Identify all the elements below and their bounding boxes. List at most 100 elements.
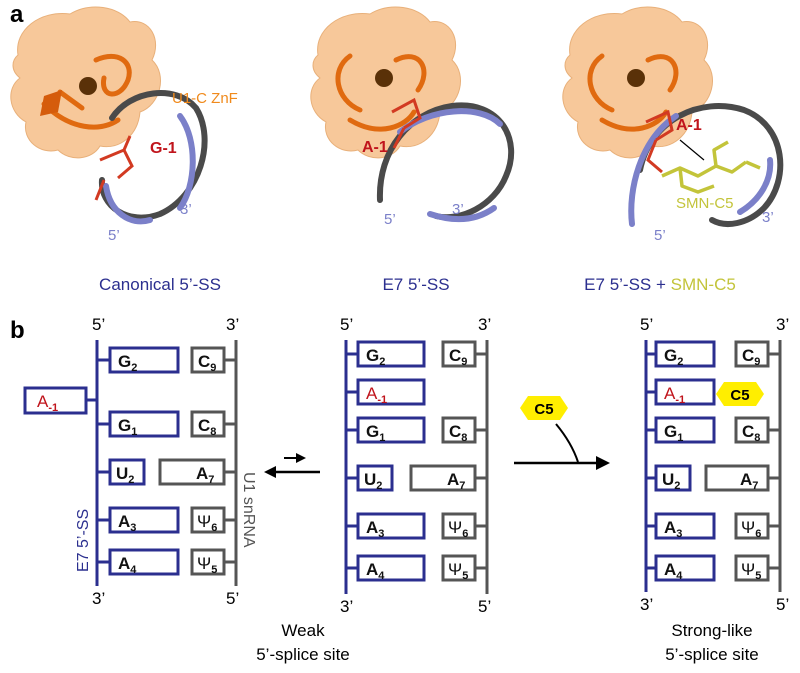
u1-block-c8: [441, 416, 477, 444]
znf-label: U1-C ZnF: [172, 90, 238, 107]
end-5prime-top: 5’: [340, 315, 353, 334]
caption-e7-part: E7 5’-SS: [584, 275, 651, 294]
base-label: A4: [118, 554, 137, 576]
u1-block-psi5: [734, 554, 770, 582]
u1-block-c8: [190, 410, 226, 438]
structure-e7-smn-c5: A-1 SMN-C5 5’ 3’: [562, 6, 784, 244]
base-label: A3: [366, 518, 384, 540]
rna-strand-blue: [628, 113, 774, 227]
caption-strong-line1: Strong-like: [671, 621, 752, 640]
base-label: A4: [366, 560, 385, 582]
base-label: C9: [742, 346, 760, 368]
pairing-diagram-1: 5’ 3’ 3’ 5’ G2 A-1 G1 U2 A3 A4 C9 C8: [23, 315, 257, 608]
base-label: C9: [198, 352, 216, 374]
caption-smn-part: SMN-C5: [671, 275, 736, 294]
base-block-g2: [356, 340, 426, 368]
base-label: A-1: [37, 392, 58, 414]
zinc-atom: [375, 69, 393, 87]
rna-3prime-label: 3’: [452, 201, 464, 218]
structure-canonical: U1-C ZnF G-1 5’ 3’: [10, 6, 238, 244]
c5-compound-hexagon: [520, 396, 568, 420]
caption-canonical: Canonical 5’-SS: [99, 275, 221, 294]
panel-b-letter: b: [10, 317, 25, 344]
nucleotide-sticks: [391, 97, 422, 149]
base-label: Ψ5: [448, 560, 468, 582]
base-label: G2: [366, 346, 385, 368]
base-label: A-1: [664, 384, 685, 406]
base-block-a-minus1: [654, 378, 716, 406]
smn-c5-ligand: [661, 140, 761, 194]
base-label: G2: [664, 346, 683, 368]
zinc-atom: [79, 77, 97, 95]
e7-5ss-strand-label: E7 5’-SS: [75, 509, 92, 572]
base-label: A3: [118, 512, 136, 534]
base-block-u2: [356, 464, 394, 492]
base-label: G1: [118, 416, 137, 438]
end-3prime-top: 3’: [478, 315, 491, 334]
caption-e7-smn-c5: E7 5’-SS + SMN-C5: [584, 275, 736, 294]
base-block-g1: [356, 416, 426, 444]
end-5prime-top: 5’: [92, 315, 105, 334]
u1-block-a7: [409, 464, 477, 492]
u1-block-psi5: [190, 548, 226, 576]
u1-block-psi6: [734, 512, 770, 540]
base-block-g2: [108, 346, 180, 374]
base-block-g2: [654, 340, 716, 368]
u1-block-psi6: [190, 506, 226, 534]
base-label: U2: [116, 464, 134, 486]
base-label: Ψ5: [741, 560, 761, 582]
base-label: A-1: [366, 384, 387, 406]
base-label: A7: [740, 470, 758, 492]
u1-block-a7: [158, 458, 226, 486]
g-minus1-label: G-1: [150, 140, 177, 157]
base-block-a3: [654, 512, 716, 540]
caption-strong-line2: 5’-splice site: [665, 645, 759, 664]
u1-block-c9: [190, 346, 226, 374]
a-minus1-label: A-1: [362, 139, 388, 156]
base-label: Ψ6: [448, 518, 468, 540]
base-label: U2: [364, 470, 382, 492]
u1-block-psi5: [441, 554, 477, 582]
pairing-diagram-2: 5’ 3’ 3’ 5’ G2 A-1 G1 U2 A3 A4 C9 C8 A7: [340, 315, 491, 616]
u1-snrna-strand-label: U1 snRNA: [240, 472, 257, 548]
base-label: G1: [366, 422, 385, 444]
base-block-a3: [356, 512, 426, 540]
base-label: C9: [449, 346, 467, 368]
end-5prime-bottom: 5’: [478, 597, 491, 616]
base-label: Ψ6: [741, 518, 761, 540]
base-block-g1: [654, 416, 716, 444]
base-label: G1: [664, 422, 683, 444]
end-5prime-bottom: 5’: [776, 595, 789, 614]
end-3prime-bottom: 3’: [640, 595, 653, 614]
caption-e7: E7 5’-SS: [382, 275, 449, 294]
c5-binding-arrow: C5: [514, 396, 610, 470]
a-minus1-label: A-1: [676, 117, 702, 134]
rna-5prime-label: 5’: [654, 227, 666, 244]
base-block-u2: [108, 458, 146, 486]
protein-ribbon: [335, 53, 427, 132]
u1-block-psi6: [441, 512, 477, 540]
end-3prime-top: 3’: [776, 315, 789, 334]
base-block-g1: [108, 410, 180, 438]
equilibrium-arrows: [264, 453, 320, 478]
zinc-atom: [627, 69, 645, 87]
base-block-a4: [356, 554, 426, 582]
end-3prime-bottom: 3’: [92, 589, 105, 608]
base-block-u2: [654, 464, 692, 492]
caption-weak-line1: Weak: [281, 621, 325, 640]
caption-plus: +: [651, 275, 670, 294]
base-label: A7: [447, 470, 465, 492]
end-5prime-bottom: 5’: [226, 589, 239, 608]
base-block-a4: [108, 548, 180, 576]
end-3prime-top: 3’: [226, 315, 239, 334]
base-label: A4: [664, 560, 683, 582]
base-block-a4: [654, 554, 716, 582]
c5-bound-hexagon: [716, 382, 764, 406]
base-label: C8: [198, 416, 216, 438]
structure-e7: A-1 5’ 3’: [310, 6, 515, 228]
u1-block-c8: [734, 416, 770, 444]
c5-compound-label: C5: [534, 401, 553, 418]
base-label: C8: [449, 422, 467, 444]
u1-block-a7: [704, 464, 770, 492]
